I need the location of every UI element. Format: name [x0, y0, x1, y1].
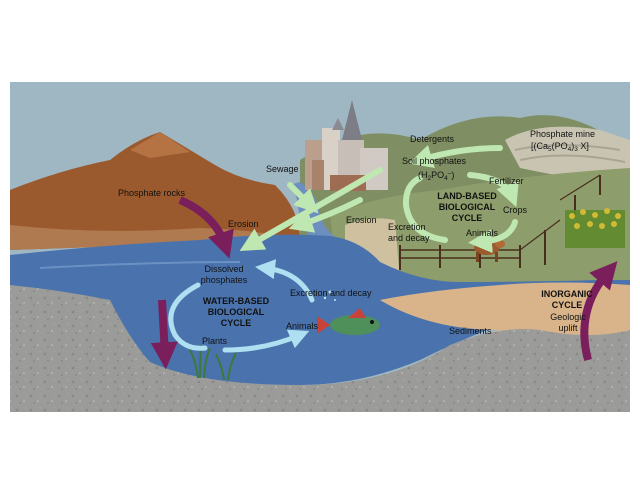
label-excretion-water: Excretion and decay	[290, 288, 372, 298]
label-phosphate-mine: Phosphate mine	[530, 129, 596, 139]
label-mine-formula: [(Ca5(PO4)3 X]	[531, 141, 589, 153]
label-animals-water: Animals	[286, 321, 319, 331]
label-animals-land: Animals	[466, 228, 499, 238]
crops	[565, 208, 625, 248]
label-erosion-left: Erosion	[228, 219, 259, 229]
label-erosion-right: Erosion	[346, 215, 377, 225]
label-crops: Crops	[503, 205, 528, 215]
label-sewage: Sewage	[266, 164, 299, 174]
label-fertilizer: Fertilizer	[489, 176, 524, 186]
label-plants: Plants	[202, 336, 228, 346]
bedrock	[10, 285, 630, 412]
phosphate-rock-mountain	[10, 132, 300, 250]
fence	[399, 174, 601, 270]
fish	[317, 308, 380, 335]
inorganic-arrows	[150, 196, 618, 370]
label-soil-phosphates: Soil phosphates	[402, 156, 467, 166]
label-phosphate-rocks: Phosphate rocks	[118, 188, 186, 198]
land-cycle-arrows	[239, 145, 519, 254]
label-detergents: Detergents	[410, 134, 455, 144]
water-cycle-arrows	[168, 259, 315, 353]
label-soil-formula: (H2PO4–)	[418, 170, 455, 182]
label-sediments: Sediments	[449, 326, 492, 336]
city	[305, 100, 388, 191]
